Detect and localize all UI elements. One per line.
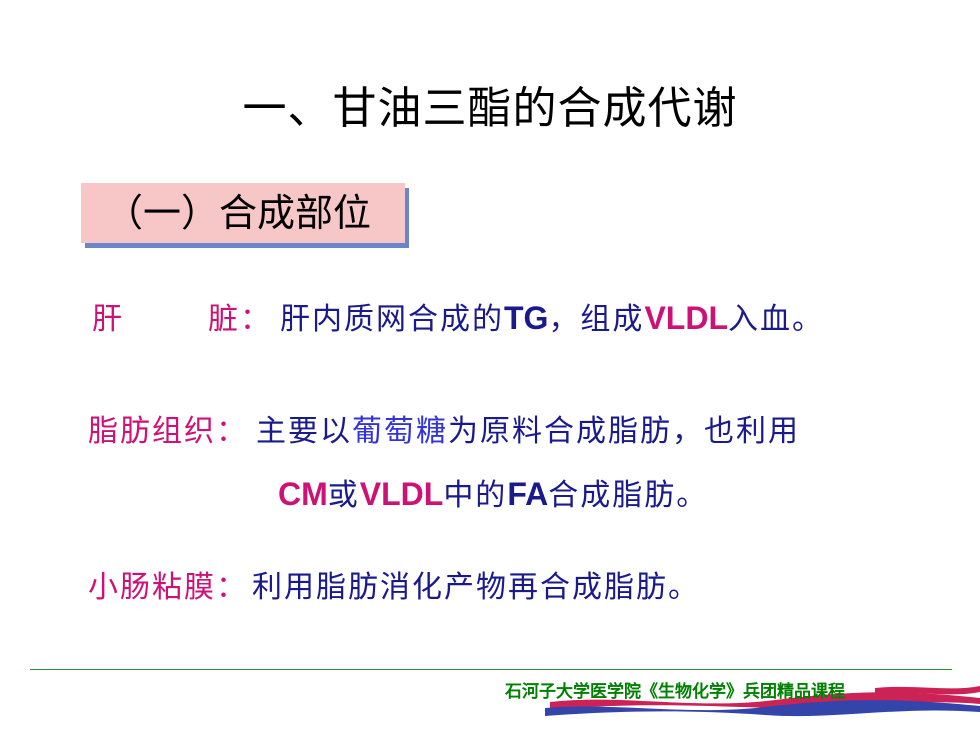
liver-row: 肝 脏：肝内质网合成的TG，组成VLDL入血。 [92,294,824,338]
decorative-ribbon [545,686,980,717]
adipose-text-3: 或 [327,478,360,513]
liver-label-b: 脏： [208,302,272,337]
page-title: 一、甘油三酯的合成代谢 [242,83,738,134]
adipose-glucose: 葡萄糖 [352,414,448,449]
adipose-label: 脂肪组织： [88,414,248,449]
liver-text-1: 肝内质网合成的 [280,302,504,337]
adipose-cm: CM [278,476,328,512]
adipose-row: 脂肪组织：主要以葡萄糖为原料合成脂肪，也利用 [88,406,800,450]
adipose-text-2: 为原料合成脂肪，也利用 [448,414,800,449]
liver-text-3: 入血。 [727,302,824,337]
adipose-text-4: 中的 [443,478,508,513]
intestine-label: 小肠粘膜： [88,570,248,605]
intestine-row: 小肠粘膜：利用脂肪消化产物再合成脂肪。 [88,562,700,606]
liver-tg: TG [504,300,549,336]
adipose-text-1: 主要以 [256,414,352,449]
footer-divider [30,669,952,670]
adipose-fa: FA [507,476,549,512]
liver-text-2: ，组成 [548,302,645,337]
adipose-vldl: VLDL [359,476,444,512]
intestine-text-1: 利用脂肪消化产物再合成脂肪。 [252,570,700,605]
liver-label-a: 肝 [92,302,124,337]
adipose-text-5: 合成脂肪。 [548,478,709,513]
liver-vldl: VLDL [644,300,728,336]
section-heading: （一）合成部位 [81,183,405,243]
adipose-row-continued: CM或VLDL中的FA合成脂肪。 [278,470,708,514]
footer-course-name: 石河子大学医学院《生物化学》兵团精品课程 [505,682,845,702]
